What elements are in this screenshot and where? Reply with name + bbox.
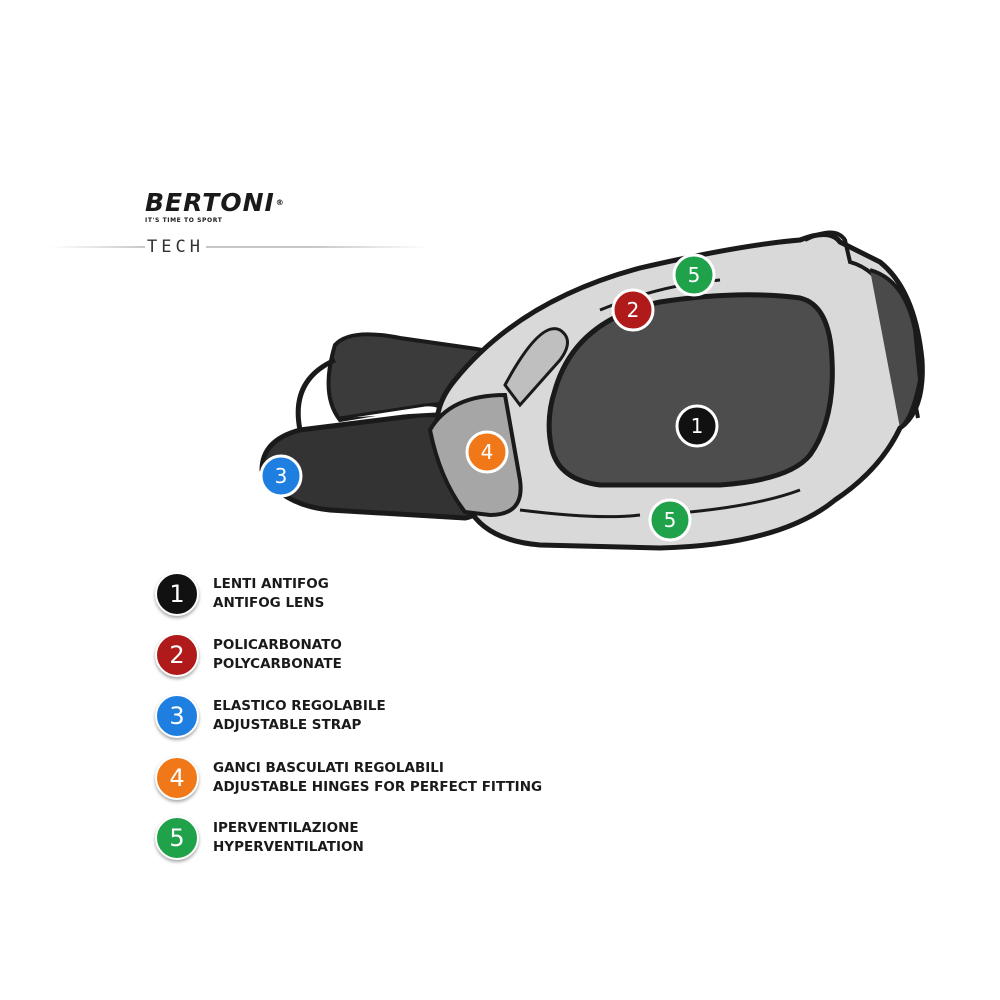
legend-label-english: ADJUSTABLE HINGES FOR PERFECT FITTING: [213, 779, 543, 795]
legend-label-english: HYPERVENTILATION: [213, 839, 364, 855]
brand-sub-label: TECH: [145, 237, 206, 257]
callout-number: 4: [481, 440, 494, 464]
callout-circle: [675, 404, 719, 448]
callout-number: 1: [691, 414, 704, 438]
callout-markers: 1 2 3 4 5 5: [259, 253, 719, 542]
legend-item: 2 POLICARBONATO POLYCARBONATE: [155, 631, 575, 681]
legend-badge: 1: [155, 572, 199, 616]
callout-3: 3: [259, 454, 303, 498]
callout-circle: [465, 430, 509, 474]
brand-tagline: IT'S TIME TO SPORT: [145, 217, 223, 224]
brand-name: BERTONI: [145, 188, 275, 217]
callout-5: 5: [672, 253, 716, 297]
callout-1: 1: [675, 404, 719, 448]
lens: [546, 292, 835, 488]
legend-label-english: POLYCARBONATE: [213, 656, 342, 672]
legend-item: 1 LENTI ANTIFOG ANTIFOG LENS: [155, 570, 575, 620]
legend-label-italian: IPERVENTILAZIONE: [213, 820, 359, 836]
callout-circle: [259, 454, 303, 498]
legend-label-english: ANTIFOG LENS: [213, 595, 325, 611]
strap: [259, 332, 508, 521]
legend-item: 4 GANCI BASCULATI REGOLABILI ADJUSTABLE …: [155, 754, 575, 804]
legend-item: 3 ELASTICO REGOLABILE ADJUSTABLE STRAP: [155, 692, 575, 742]
callout-number: 5: [688, 263, 701, 287]
legend-label-italian: POLICARBONATO: [213, 637, 342, 653]
legend-badge: 4: [155, 756, 199, 800]
legend-badge: 2: [155, 633, 199, 677]
callout-4: 4: [465, 430, 509, 474]
callout-circle: [672, 253, 716, 297]
legend-item: 5 IPERVENTILAZIONE HYPERVENTILATION: [155, 814, 575, 864]
callout-number: 3: [275, 464, 288, 488]
legend-label-italian: GANCI BASCULATI REGOLABILI: [213, 760, 444, 776]
legend-label-italian: ELASTICO REGOLABILE: [213, 698, 386, 714]
legend-label-english: ADJUSTABLE STRAP: [213, 717, 362, 733]
callout-5: 5: [648, 498, 692, 542]
callout-2: 2: [611, 288, 655, 332]
callout-circle: [648, 498, 692, 542]
legend-label-italian: LENTI ANTIFOG: [213, 576, 329, 592]
legend-badge: 3: [155, 694, 199, 738]
callout-number: 2: [627, 298, 640, 322]
brand-divider: [50, 246, 430, 248]
legend-badge: 5: [155, 816, 199, 860]
brand-logo: BERTONI® IT'S TIME TO SPORT: [145, 188, 284, 225]
registered-mark-icon: ®: [275, 198, 285, 207]
callout-circle: [611, 288, 655, 332]
callout-number: 5: [664, 508, 677, 532]
